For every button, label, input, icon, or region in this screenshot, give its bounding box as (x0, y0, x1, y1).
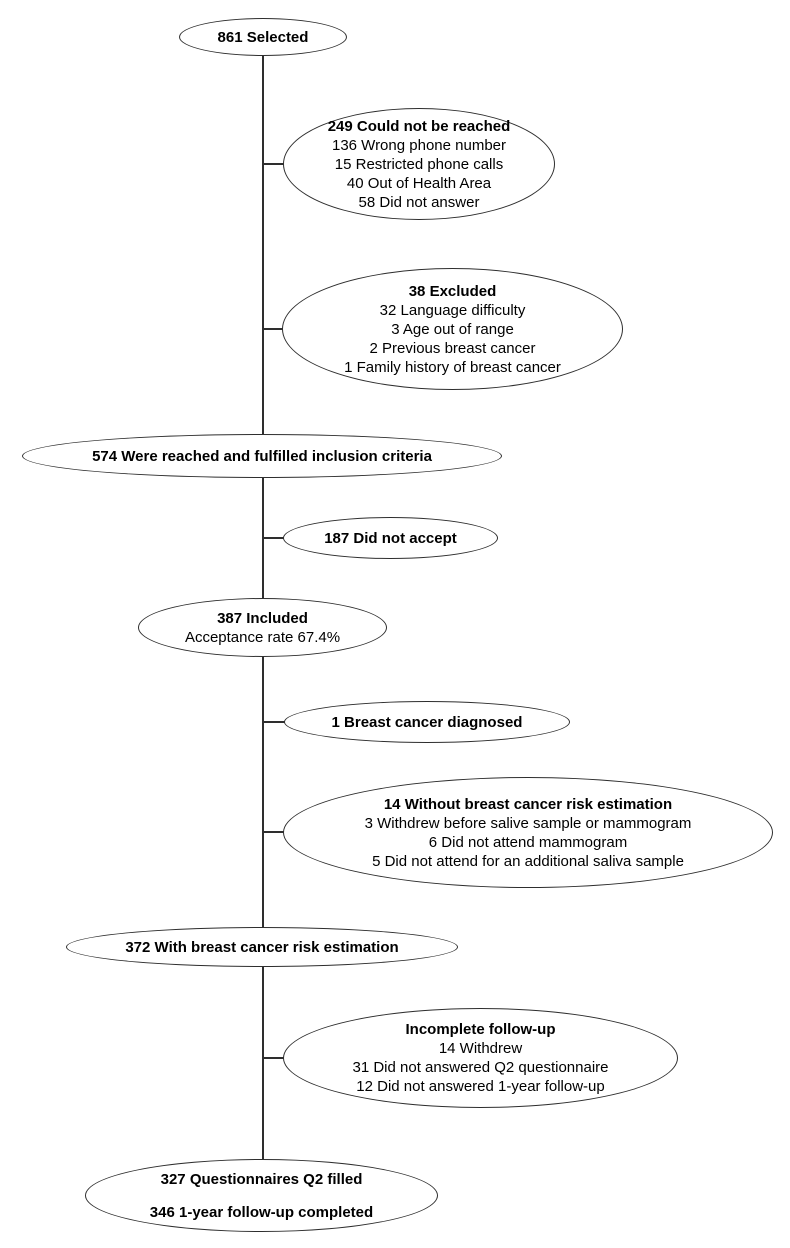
node-final-one-year-followup: 346 1-year follow-up completed (149, 1203, 374, 1221)
node-could-not-be-reached-line: 58 Did not answer (358, 193, 480, 211)
node-excluded-line: 2 Previous breast cancer (369, 339, 536, 357)
branch-line-breast-cancer-diagnosed (262, 721, 286, 723)
node-incomplete-followup-line: 12 Did not answered 1-year follow-up (356, 1078, 605, 1095)
node-excluded-title: 38 Excluded (408, 282, 497, 300)
node-could-not-be-reached-line: 40 Out of Health Area (346, 174, 492, 192)
branch-line-did-not-accept (262, 537, 285, 539)
node-could-not-be-reached: 249 Could not be reached 136 Wrong phone… (283, 108, 555, 220)
node-did-not-accept-title: 187 Did not accept (324, 529, 457, 547)
node-final-outcomes: 327 Questionnaires Q2 filled 346 1-year … (85, 1159, 438, 1232)
node-selected: 861 Selected (179, 18, 347, 56)
node-reached-fulfilled-criteria-title: 574 Were reached and fulfilled inclusion… (92, 447, 432, 465)
node-final-questionnaires-q2: 327 Questionnaires Q2 filled (160, 1170, 363, 1188)
node-excluded-line: 1 Family history of breast cancer (344, 358, 561, 376)
node-included: 387 Included Acceptance rate 67.4% (138, 598, 387, 657)
node-included-title: 387 Included (217, 609, 308, 627)
node-did-not-accept: 187 Did not accept (283, 517, 498, 559)
node-incomplete-followup-line: 31 Did not answered Q2 questionnaire (352, 1059, 609, 1076)
node-incomplete-followup: Incomplete follow-up 14 Withdrew 31 Did … (283, 1008, 678, 1108)
branch-line-without-risk-estimation (262, 831, 285, 833)
node-without-risk-estimation-line: 6 Did not attend mammogram (428, 833, 628, 851)
node-excluded-line: 3 Age out of range (391, 320, 514, 338)
node-excluded: 38 Excluded 32 Language difficulty 3 Age… (282, 268, 623, 390)
node-reached-fulfilled-criteria: 574 Were reached and fulfilled inclusion… (22, 434, 502, 478)
node-breast-cancer-diagnosed-title: 1 Breast cancer diagnosed (331, 713, 523, 731)
node-selected-title: 861 Selected (217, 28, 309, 46)
node-without-risk-estimation-line: 3 Withdrew before salive sample or mammo… (364, 814, 692, 832)
node-without-risk-estimation: 14 Without breast cancer risk estimation… (283, 777, 773, 888)
node-incomplete-followup-title: Incomplete follow-up (405, 1021, 556, 1038)
node-could-not-be-reached-line: 15 Restricted phone calls (334, 155, 504, 173)
node-included-acceptance-rate: Acceptance rate 67.4% (184, 628, 341, 646)
node-without-risk-estimation-line: 5 Did not attend for an additional saliv… (372, 852, 684, 870)
node-with-risk-estimation: 372 With breast cancer risk estimation (66, 927, 458, 967)
branch-line-excluded (262, 328, 284, 330)
node-incomplete-followup-line: 14 Withdrew (438, 1040, 523, 1057)
node-with-risk-estimation-title: 372 With breast cancer risk estimation (125, 938, 399, 956)
branch-line-incomplete-followup (262, 1057, 285, 1059)
branch-line-not-reached (262, 163, 285, 165)
node-excluded-line: 32 Language difficulty (379, 301, 526, 319)
node-could-not-be-reached-title: 249 Could not be reached (327, 117, 511, 135)
node-could-not-be-reached-line: 136 Wrong phone number (331, 136, 506, 154)
node-breast-cancer-diagnosed: 1 Breast cancer diagnosed (284, 701, 570, 743)
node-without-risk-estimation-title: 14 Without breast cancer risk estimation (383, 795, 673, 813)
